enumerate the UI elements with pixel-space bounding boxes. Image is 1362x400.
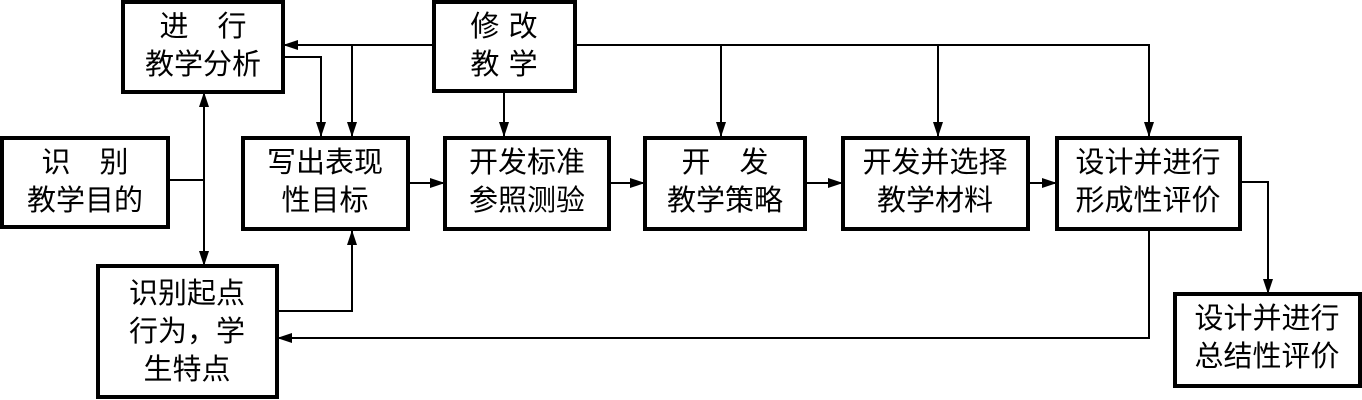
box-materials-line-2: 教学材料 xyxy=(877,183,993,217)
box-materials-line-1: 开发并选择 xyxy=(862,145,1007,179)
formative-to-summative-line xyxy=(1240,181,1269,294)
box-objectives-line-2: 性目标 xyxy=(281,183,368,217)
analysis-to-objectives-line xyxy=(283,56,322,137)
box-strategy-line-1: 开 发 xyxy=(681,145,768,179)
box-identify-line-2: 教学目的 xyxy=(27,183,143,217)
arrowhead xyxy=(1263,279,1273,294)
box-summative: 设计并进行 总结性评价 xyxy=(1173,292,1362,388)
box-revise-line-1: 修 改 xyxy=(470,9,537,43)
arrowhead xyxy=(347,122,357,137)
box-entry: 识别起点 行为，学 生特点 xyxy=(96,264,279,399)
arrowhead xyxy=(828,178,843,188)
connectors xyxy=(168,40,1273,343)
arrowhead xyxy=(1144,122,1154,137)
arrowhead xyxy=(1042,178,1057,188)
arrowhead xyxy=(630,178,645,188)
arrowhead xyxy=(283,40,298,50)
box-summative-line-2: 总结性评价 xyxy=(1194,339,1339,373)
box-tests-line-1: 开发标准 xyxy=(469,145,585,179)
arrowhead xyxy=(316,122,326,137)
box-entry-line-2: 行为，学 xyxy=(129,314,245,348)
box-formative-line-2: 形成性评价 xyxy=(1075,183,1220,217)
arrowhead xyxy=(933,122,943,137)
arrowhead xyxy=(716,122,726,137)
box-materials: 开发并选择 教学材料 xyxy=(841,136,1030,231)
arrowhead xyxy=(347,230,357,245)
arrowhead xyxy=(199,251,209,266)
box-analysis-line-2: 教学分析 xyxy=(145,47,261,81)
box-formative-line-1: 设计并进行 xyxy=(1075,145,1220,179)
box-strategy-line-2: 教学策略 xyxy=(667,183,783,217)
arrowhead xyxy=(430,178,445,188)
arrowhead xyxy=(199,92,209,107)
box-analysis: 进 行 教学分析 xyxy=(121,0,285,94)
formative-to-entry-feedback-line xyxy=(277,229,1150,339)
arrowhead xyxy=(499,122,509,137)
box-objectives-line-1: 写出表现 xyxy=(267,145,383,179)
box-analysis-line-1: 进 行 xyxy=(159,9,246,43)
box-tests-line-2: 参照测验 xyxy=(469,183,585,217)
box-identify: 识 别 教学目的 xyxy=(0,136,170,229)
box-strategy: 开 发 教学策略 xyxy=(643,136,807,231)
arrowhead xyxy=(277,333,292,343)
box-revise: 修 改 教 学 xyxy=(432,0,577,93)
box-revise-line-2: 教 学 xyxy=(470,47,537,81)
box-entry-line-3: 生特点 xyxy=(143,352,230,386)
box-entry-line-1: 识别起点 xyxy=(129,276,245,310)
box-identify-line-1: 识 别 xyxy=(41,145,128,179)
box-formative: 设计并进行 形成性评价 xyxy=(1055,136,1242,231)
box-tests: 开发标准 参照测验 xyxy=(443,136,611,231)
box-summative-line-1: 设计并进行 xyxy=(1194,301,1339,335)
revise-to-formative-line xyxy=(575,44,1150,137)
box-objectives: 写出表现 性目标 xyxy=(241,136,410,231)
entry-to-objectives-line xyxy=(277,230,353,312)
